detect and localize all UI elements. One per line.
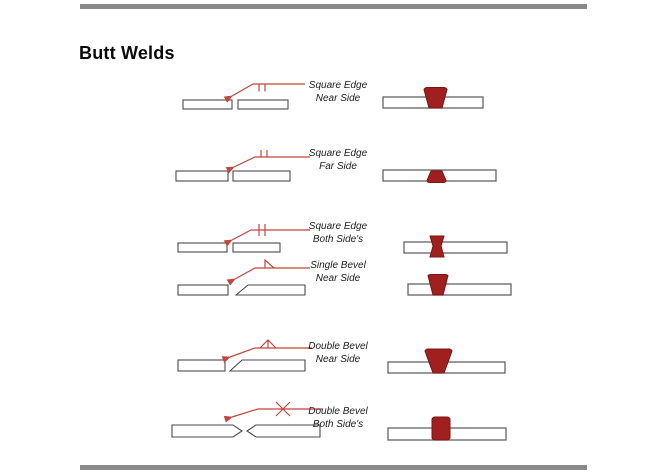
weld-result-square-edge-both-sides (403, 235, 508, 258)
plate-left-double-beveled (171, 424, 243, 438)
leader-arrow (221, 347, 312, 363)
page-title: Butt Welds (79, 43, 175, 64)
weld-symbol-square-edge-far-side (175, 150, 310, 182)
row-label: Double Bevel Near Side (308, 341, 368, 365)
double-bevel-symbol (259, 339, 277, 349)
weld-bead-full (431, 416, 451, 441)
weld-bead-bottom (426, 170, 447, 183)
row-label: Square Edge Both Side's (308, 221, 368, 245)
leader-arrow (225, 156, 310, 174)
welded-plate (403, 241, 508, 254)
weld-symbol-double-bevel-both-sides (171, 401, 322, 438)
plate-left (177, 359, 226, 372)
square-edge-symbol-near (258, 84, 266, 92)
leader-arrow (223, 408, 322, 423)
weld-result-double-bevel-both-sides (387, 416, 507, 441)
plate-left (175, 170, 229, 182)
weld-symbol-single-bevel-near-side (177, 259, 310, 296)
plate-right-double-beveled (246, 424, 321, 438)
plate-right-beveled (234, 284, 306, 296)
square-edge-symbol-both (258, 224, 266, 236)
plate-left (177, 242, 228, 253)
row-label: Single Bevel Near Side (310, 260, 366, 284)
weld-symbol-square-edge-near-side (182, 83, 305, 110)
leader-arrow (223, 229, 310, 247)
plate-left (182, 99, 233, 110)
top-divider-bar (80, 4, 587, 9)
double-bevel-both-symbol-x (275, 401, 291, 417)
weld-result-double-bevel-near-side (387, 348, 506, 374)
leader-arrow (226, 267, 310, 286)
welded-plate (407, 283, 512, 296)
plate-right (232, 170, 291, 182)
weld-result-square-edge-near-side (382, 87, 484, 109)
row-label: Double Bevel Both Side's (308, 406, 368, 430)
bottom-divider-bar (80, 465, 587, 470)
plate-left (177, 284, 229, 296)
plate-right (232, 242, 281, 253)
weld-symbol-double-bevel-near-side (177, 339, 312, 372)
plate-right (237, 99, 289, 110)
weld-bead-top-wide (424, 348, 453, 374)
row-label: Square Edge Near Side (308, 80, 368, 104)
bevel-symbol (264, 259, 275, 269)
weld-bead-both (429, 235, 445, 258)
square-edge-symbol-far (260, 150, 268, 157)
weld-result-single-bevel-near-side (407, 274, 512, 296)
weld-bead-top (427, 274, 449, 296)
row-label: Square Edge Far Side (308, 148, 368, 172)
weld-bead-top (423, 87, 448, 109)
plate-right-beveled (228, 359, 306, 372)
weld-result-square-edge-far-side (382, 169, 497, 183)
leader-arrow (223, 83, 305, 103)
weld-symbol-square-edge-both-sides (177, 224, 310, 253)
